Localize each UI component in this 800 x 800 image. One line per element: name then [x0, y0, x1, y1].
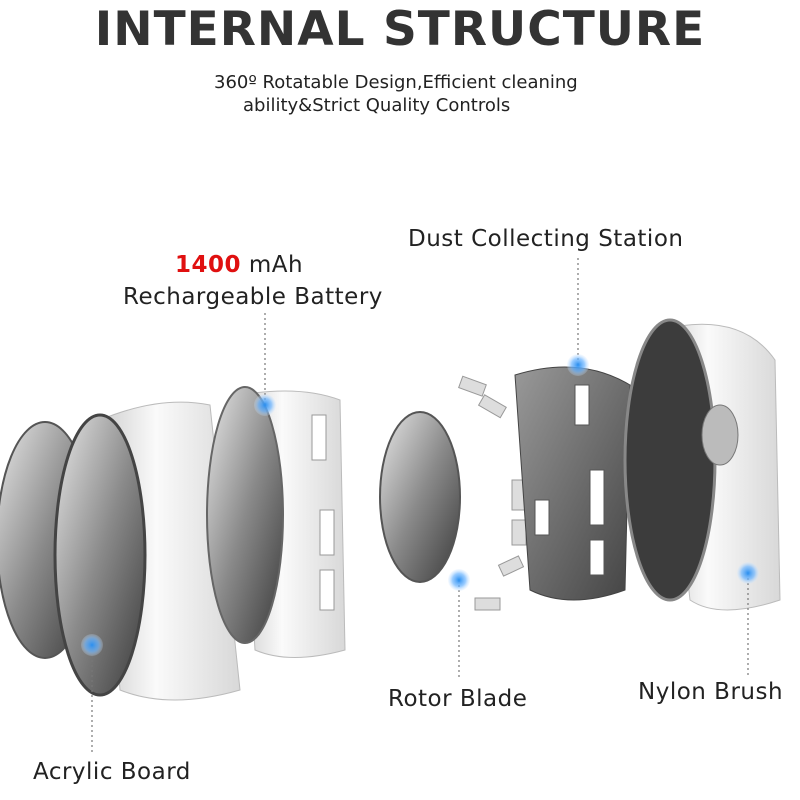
- battery-capacity-value: 1400: [175, 252, 242, 278]
- page-title: INTERNAL STRUCTURE: [94, 2, 706, 57]
- rotor-marker: [448, 569, 470, 591]
- battery-marker: [254, 394, 276, 416]
- subtitle-line-2: ability&Strict Quality Controls: [243, 95, 511, 116]
- subtitle-line-1: 360º Rotatable Design,Efficient cleaning: [214, 72, 578, 93]
- marker-dots: [81, 354, 759, 656]
- battery-capacity-unit: mAh: [241, 252, 304, 278]
- battery-capacity-label: 1400 mAh: [175, 252, 303, 278]
- dust-station-label: Dust Collecting Station: [408, 226, 684, 252]
- battery-housing-part: [206, 386, 346, 658]
- nylon-brush-marker: [737, 562, 759, 584]
- battery-label: Rechargeable Battery: [123, 284, 383, 310]
- rotor-blade-label: Rotor Blade: [388, 686, 528, 712]
- nylon-brush-part: [623, 318, 781, 611]
- acrylic-board-label: Acrylic Board: [33, 759, 191, 785]
- nylon-brush-label: Nylon Brush: [638, 679, 784, 705]
- base-housing-part: [53, 401, 241, 701]
- dust-collecting-station-part: [514, 366, 631, 601]
- acrylic-marker: [81, 634, 103, 656]
- dust-station-marker: [567, 354, 589, 376]
- leader-lines: [91, 258, 749, 752]
